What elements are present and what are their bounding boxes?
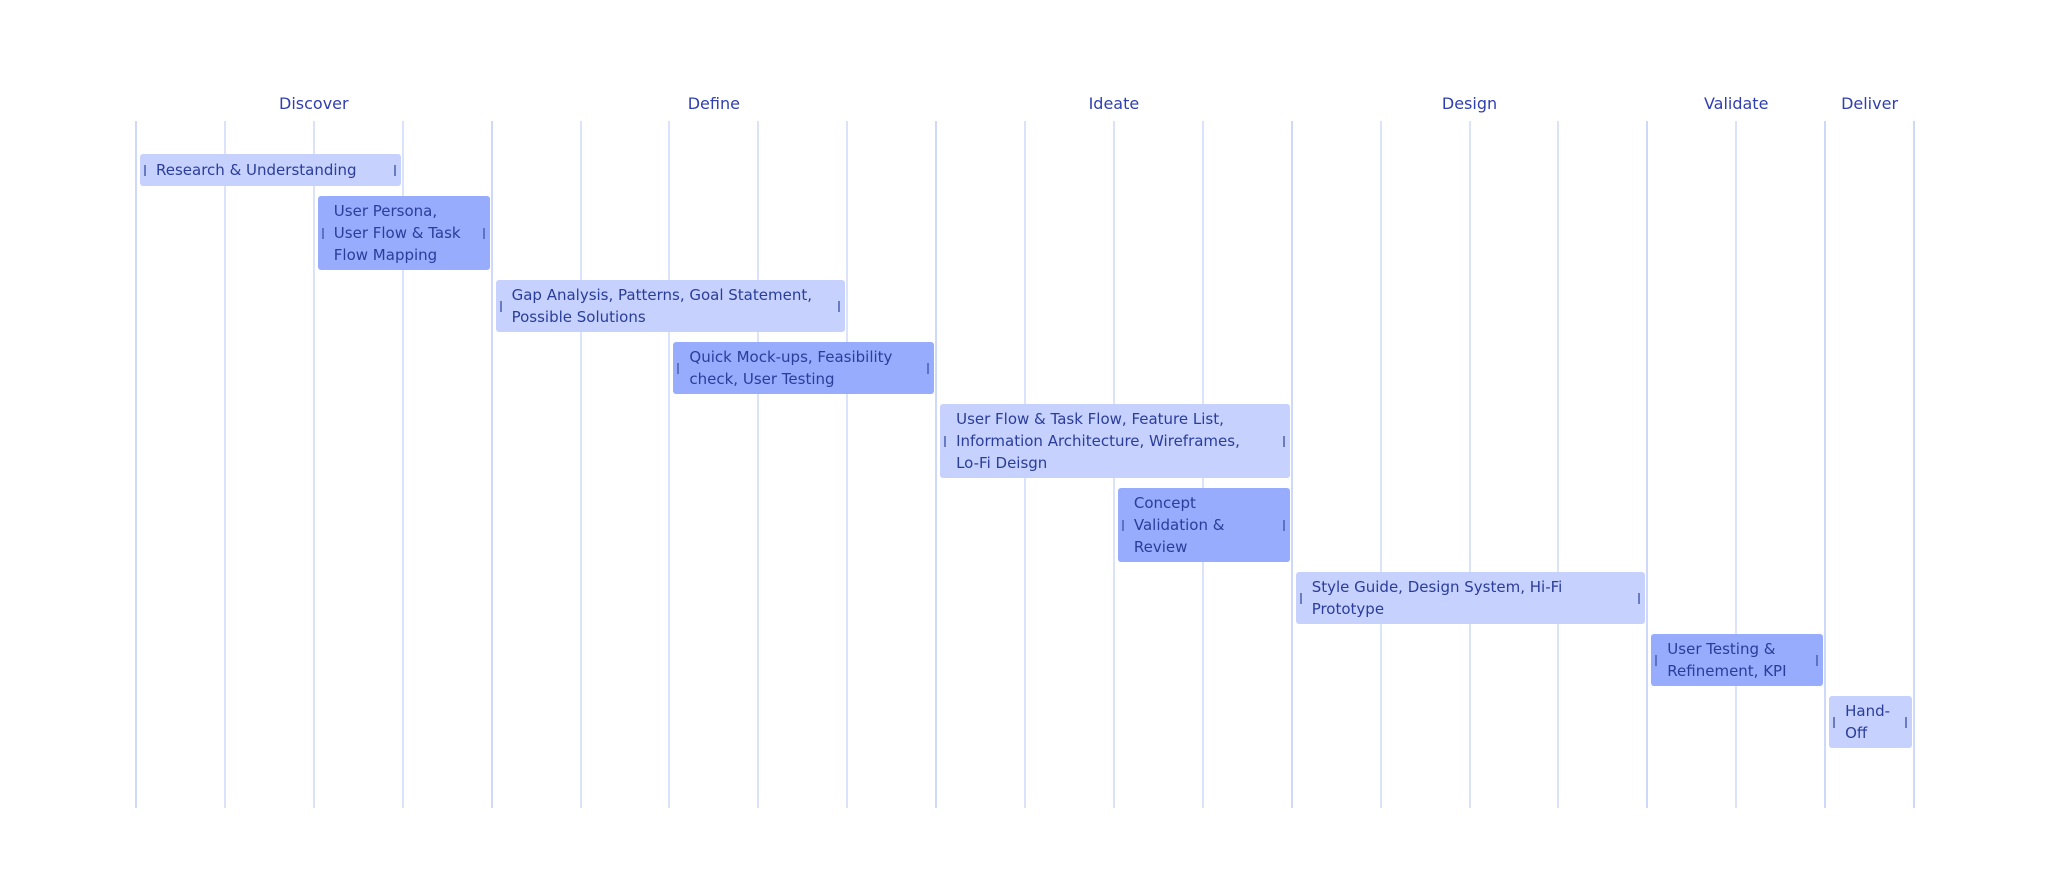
task-bar[interactable]: User Testing & Refinement, KPI <box>1651 634 1824 686</box>
gridline <box>135 121 137 808</box>
task-label: User Testing & Refinement, KPI <box>1667 640 1787 680</box>
task-label: Hand-Off <box>1845 702 1891 742</box>
gridline <box>490 121 493 808</box>
gridline <box>668 121 671 808</box>
resize-handle-right[interactable] <box>1282 520 1285 531</box>
resize-handle-left[interactable] <box>944 436 947 447</box>
resize-handle-right[interactable] <box>1904 717 1907 728</box>
phase-label: Define <box>687 94 740 113</box>
task-bar[interactable]: Style Guide, Design System, Hi-Fi Protot… <box>1295 572 1646 624</box>
gridline <box>1913 121 1915 808</box>
gridline <box>935 121 938 808</box>
task-label: Quick Mock-ups, Feasibility check, User … <box>689 348 893 388</box>
task-bar[interactable]: User Persona, User Flow & Task Flow Mapp… <box>317 196 490 270</box>
gridline <box>1379 121 1382 808</box>
resize-handle-left[interactable] <box>1121 520 1124 531</box>
gridline <box>401 121 404 808</box>
resize-handle-left[interactable] <box>499 301 502 312</box>
phase-label: Validate <box>1703 94 1769 113</box>
task-bar[interactable]: Concept Validation & Review <box>1117 488 1290 562</box>
resize-handle-right[interactable] <box>838 301 841 312</box>
resize-handle-right[interactable] <box>393 165 396 176</box>
gridline <box>1824 121 1827 808</box>
phase-label: Deliver <box>1841 94 1899 113</box>
resize-handle-right[interactable] <box>1282 436 1285 447</box>
gridline <box>312 121 315 808</box>
resize-handle-left[interactable] <box>1833 717 1836 728</box>
resize-handle-left[interactable] <box>677 363 680 374</box>
task-bar[interactable]: Quick Mock-ups, Feasibility check, User … <box>673 342 935 394</box>
task-label: Concept Validation & Review <box>1133 494 1225 556</box>
gridline <box>846 121 849 808</box>
task-label: Research & Understanding <box>156 161 357 179</box>
resize-handle-right[interactable] <box>482 228 485 239</box>
resize-handle-left[interactable] <box>321 228 324 239</box>
gridline <box>579 121 582 808</box>
task-label: User Persona, User Flow & Task Flow Mapp… <box>333 202 461 264</box>
resize-handle-left[interactable] <box>1299 593 1302 604</box>
gridline <box>223 121 226 808</box>
gridline <box>757 121 760 808</box>
gridline <box>1468 121 1471 808</box>
resize-handle-right[interactable] <box>1816 655 1819 666</box>
gridline <box>1290 121 1293 808</box>
gridline <box>1557 121 1560 808</box>
task-bar[interactable]: User Flow & Task Flow, Feature List, Inf… <box>940 404 1290 478</box>
task-bar[interactable]: Gap Analysis, Patterns, Goal Statement, … <box>495 280 846 332</box>
resize-handle-right[interactable] <box>1638 593 1641 604</box>
phase-label: Design <box>1441 94 1498 113</box>
resize-handle-right[interactable] <box>927 363 930 374</box>
task-label: Gap Analysis, Patterns, Goal Statement, … <box>511 286 812 326</box>
resize-handle-left[interactable] <box>144 165 146 176</box>
task-label: User Flow & Task Flow, Feature List, Inf… <box>956 410 1240 472</box>
gridline <box>1735 121 1738 808</box>
task-label: Style Guide, Design System, Hi-Fi Protot… <box>1311 578 1563 618</box>
task-bar[interactable]: Research & Understanding <box>140 154 401 186</box>
task-bar[interactable]: Hand-Off <box>1829 696 1912 748</box>
phase-label: Ideate <box>1088 94 1140 113</box>
phase-label: Discover <box>279 94 349 113</box>
resize-handle-left[interactable] <box>1655 655 1658 666</box>
gridline <box>1646 121 1649 808</box>
